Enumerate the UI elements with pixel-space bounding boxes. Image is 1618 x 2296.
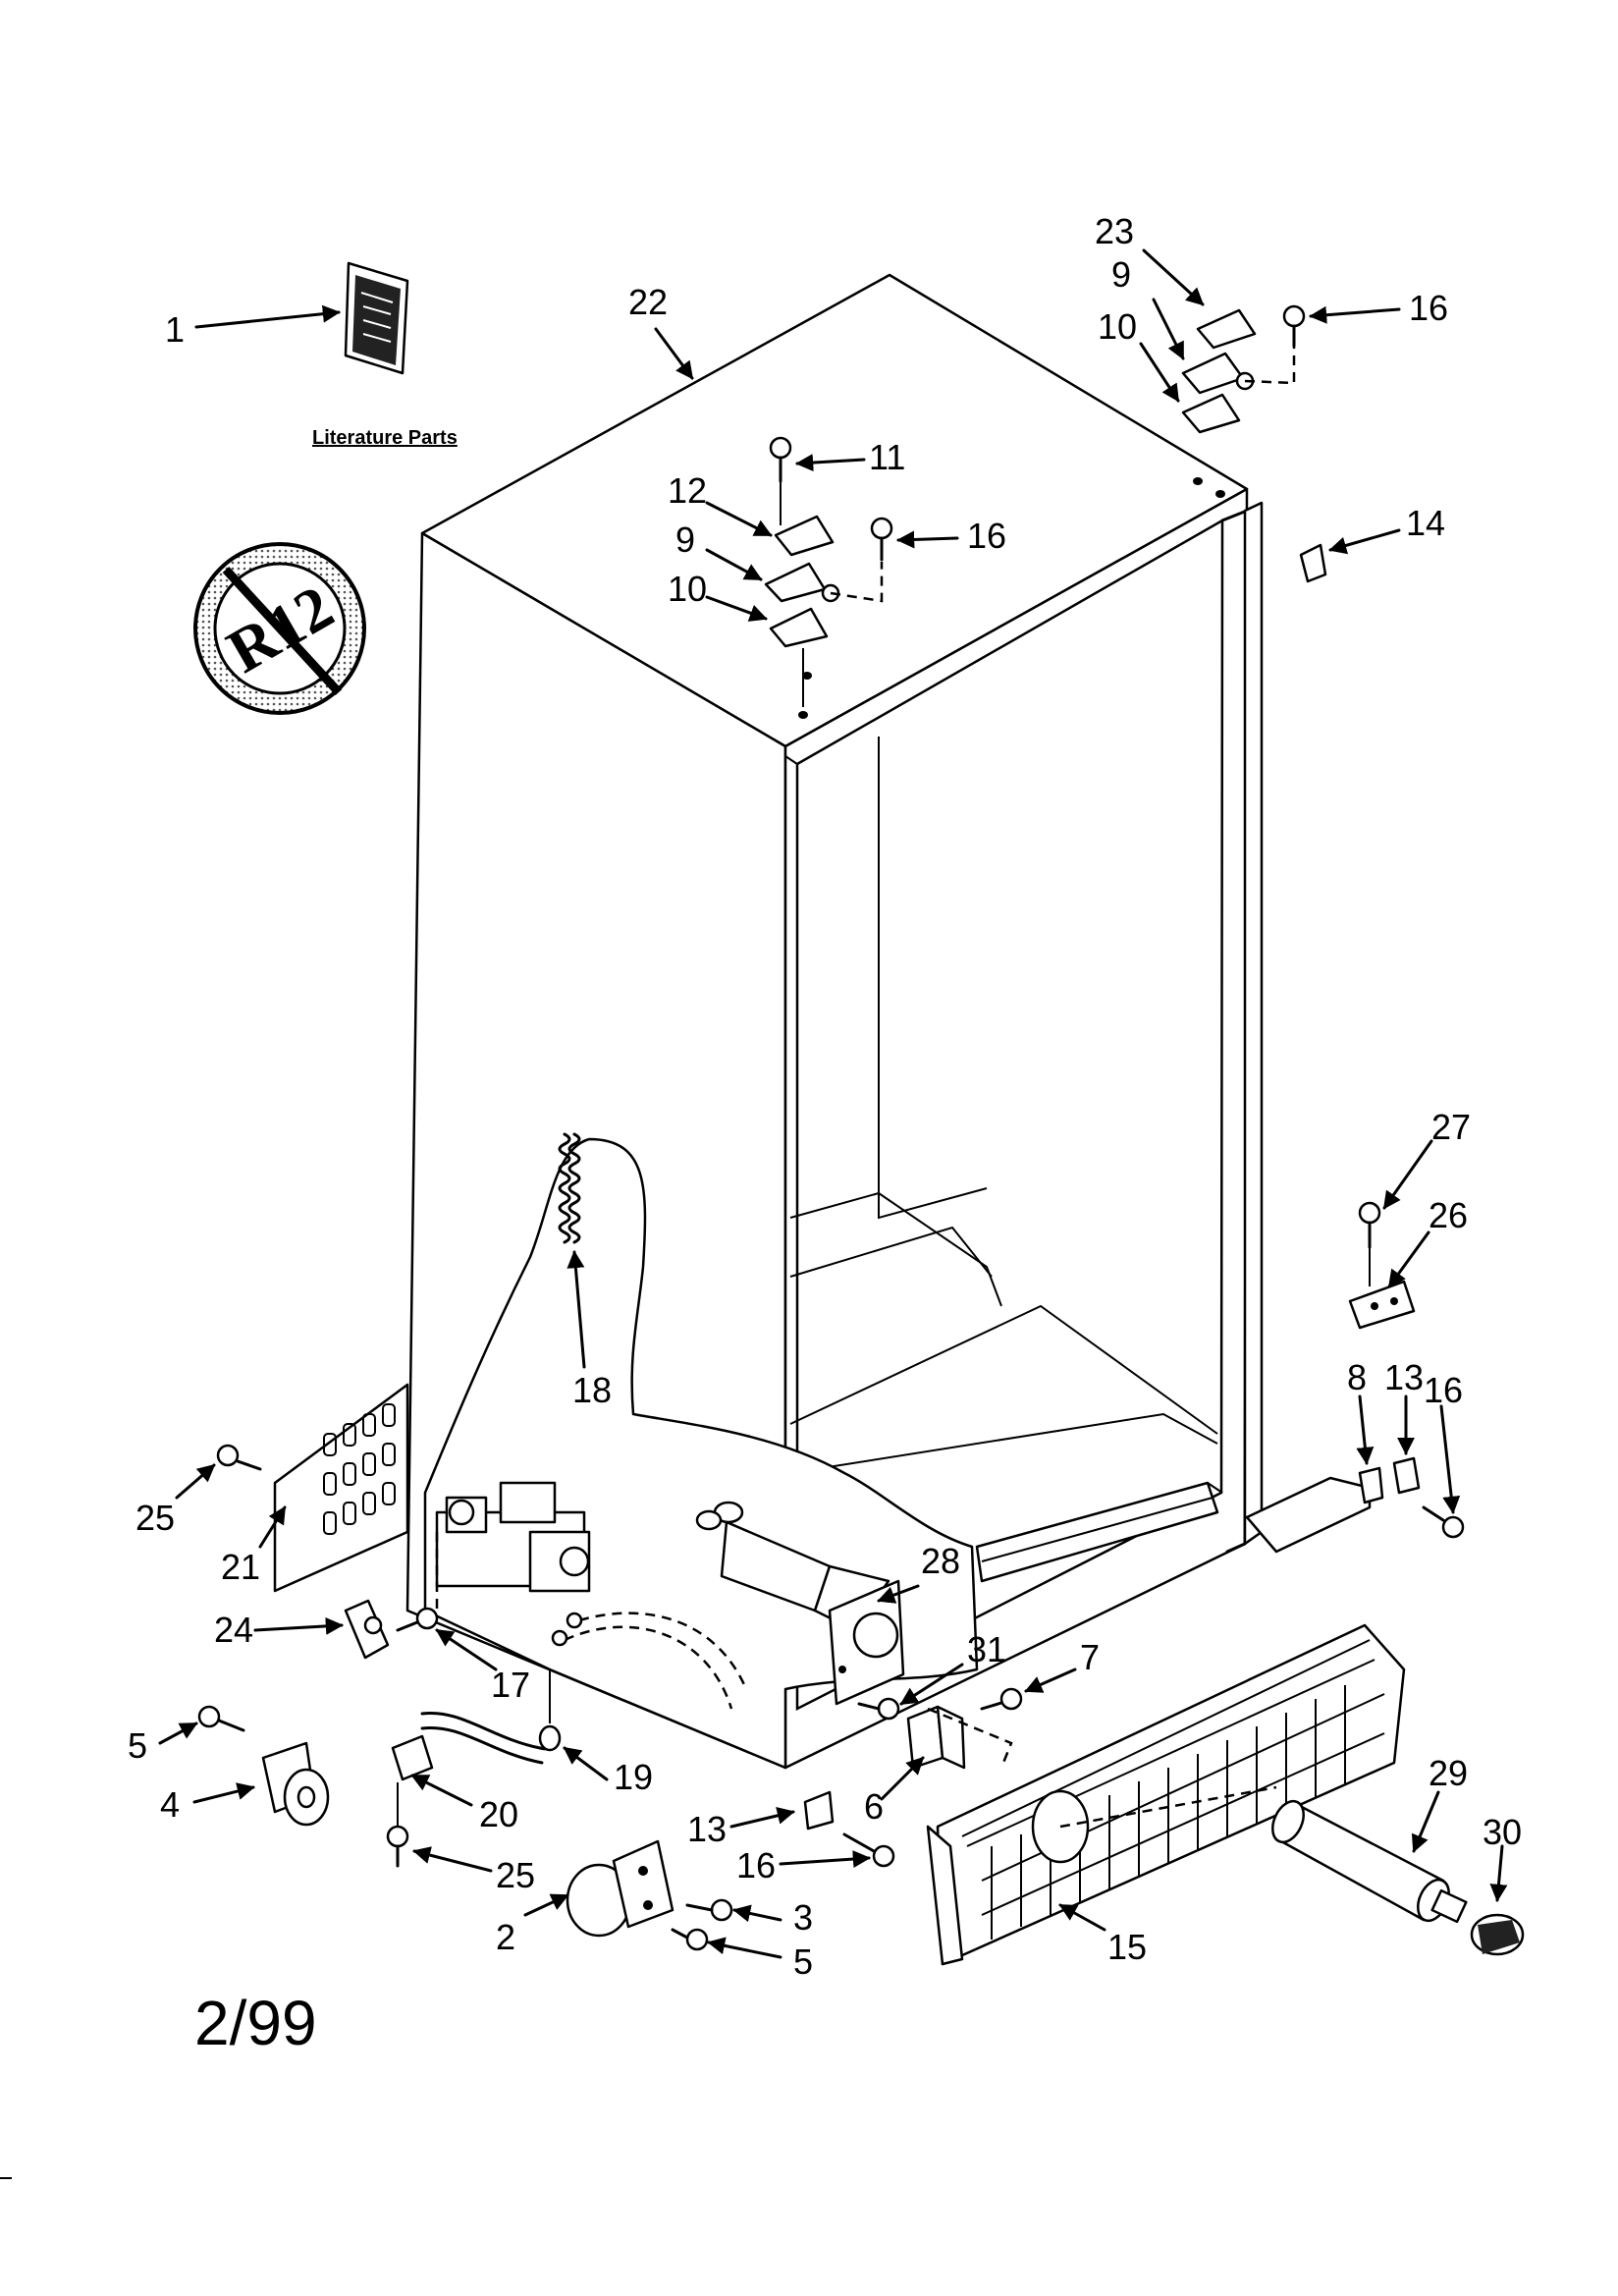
callout-29: 29 <box>1429 1753 1468 1793</box>
drain-spring <box>558 1132 581 1244</box>
callout-14: 14 <box>1406 503 1445 543</box>
screw-5b <box>671 1928 709 1951</box>
screw-3 <box>685 1898 733 1922</box>
callout-15: 15 <box>1107 1927 1147 1967</box>
callout-6: 6 <box>864 1786 884 1827</box>
screw-16d <box>842 1832 895 1868</box>
water-tube <box>420 1669 562 1765</box>
callout-labels: 1 22 23 9 10 16 11 12 16 9 10 14 27 26 8… <box>128 211 1522 1982</box>
callout-2: 2 <box>496 1917 515 1957</box>
callout-17: 17 <box>491 1665 530 1705</box>
callout-4: 4 <box>160 1784 180 1825</box>
rear-access-cover <box>273 1383 409 1593</box>
callout-25a: 25 <box>135 1498 175 1538</box>
screw-27 <box>1358 1201 1381 1286</box>
callout-1: 1 <box>165 309 185 350</box>
front-roller-assembly <box>566 1839 674 1938</box>
center-hinge-parts <box>764 436 893 707</box>
leader-lines <box>158 248 1508 1959</box>
callout-5b: 5 <box>793 1941 813 1982</box>
callout-13a: 13 <box>1384 1357 1424 1397</box>
clip-14 <box>1299 543 1327 583</box>
callout-13b: 13 <box>687 1809 727 1849</box>
callout-10a: 10 <box>1098 306 1137 347</box>
callout-5a: 5 <box>128 1725 147 1766</box>
callout-24: 24 <box>214 1610 253 1650</box>
bracket-26 <box>1348 1280 1416 1330</box>
literature-booklet <box>344 261 409 375</box>
tube-clamp <box>391 1734 434 1781</box>
filter-cap <box>1470 1913 1525 1956</box>
literature-parts-label: Literature Parts <box>312 427 458 449</box>
callout-27: 27 <box>1431 1107 1471 1147</box>
callout-16d: 16 <box>736 1845 776 1886</box>
screw-5a <box>197 1705 245 1732</box>
callout-16b: 16 <box>967 516 1006 556</box>
callout-9b: 9 <box>675 519 695 560</box>
callout-7: 7 <box>1080 1637 1100 1677</box>
screw-16b <box>870 517 893 562</box>
callout-30: 30 <box>1483 1812 1522 1852</box>
screw-31 <box>857 1697 900 1721</box>
mounting-plate <box>828 1579 905 1706</box>
screw-25b <box>386 1782 409 1868</box>
callout-10b: 10 <box>668 569 707 609</box>
rear-roller <box>261 1741 330 1827</box>
screw-17 <box>396 1607 439 1632</box>
right-brackets <box>1245 1456 1465 1554</box>
callout-8: 8 <box>1347 1357 1367 1397</box>
callout-18: 18 <box>572 1370 612 1410</box>
callout-16c: 16 <box>1424 1370 1463 1410</box>
callout-25b: 25 <box>496 1855 535 1895</box>
callout-20: 20 <box>479 1794 518 1834</box>
clamp-24 <box>344 1599 390 1660</box>
callout-3: 3 <box>793 1897 813 1938</box>
water-valve-assembly <box>435 1481 591 1611</box>
screw-16a <box>1282 304 1306 348</box>
callout-9a: 9 <box>1111 254 1131 295</box>
callout-19: 19 <box>614 1757 653 1797</box>
callout-12: 12 <box>668 470 707 511</box>
callout-11: 11 <box>869 437 905 477</box>
bracket-13b <box>803 1790 835 1831</box>
fill-tube-housing <box>695 1501 890 1632</box>
date-code: 2/99 <box>194 1988 317 2058</box>
callout-31: 31 <box>967 1629 1006 1669</box>
callout-28: 28 <box>921 1541 960 1581</box>
callout-26: 26 <box>1429 1195 1468 1235</box>
bracket-6 <box>906 1705 1013 1770</box>
callout-22: 22 <box>628 282 668 322</box>
screw-16c <box>1422 1505 1465 1539</box>
screw-25a <box>216 1444 262 1471</box>
screw-7 <box>980 1687 1023 1711</box>
no-r12-symbol: R12 <box>193 542 366 715</box>
toe-grille <box>926 1623 1406 1966</box>
top-right-hinge-parts <box>1181 304 1306 434</box>
water-filter <box>1271 1799 1468 1924</box>
callout-23: 23 <box>1095 211 1134 251</box>
callout-21: 21 <box>221 1547 260 1587</box>
callout-16a: 16 <box>1409 288 1448 328</box>
screw-11 <box>769 436 792 483</box>
